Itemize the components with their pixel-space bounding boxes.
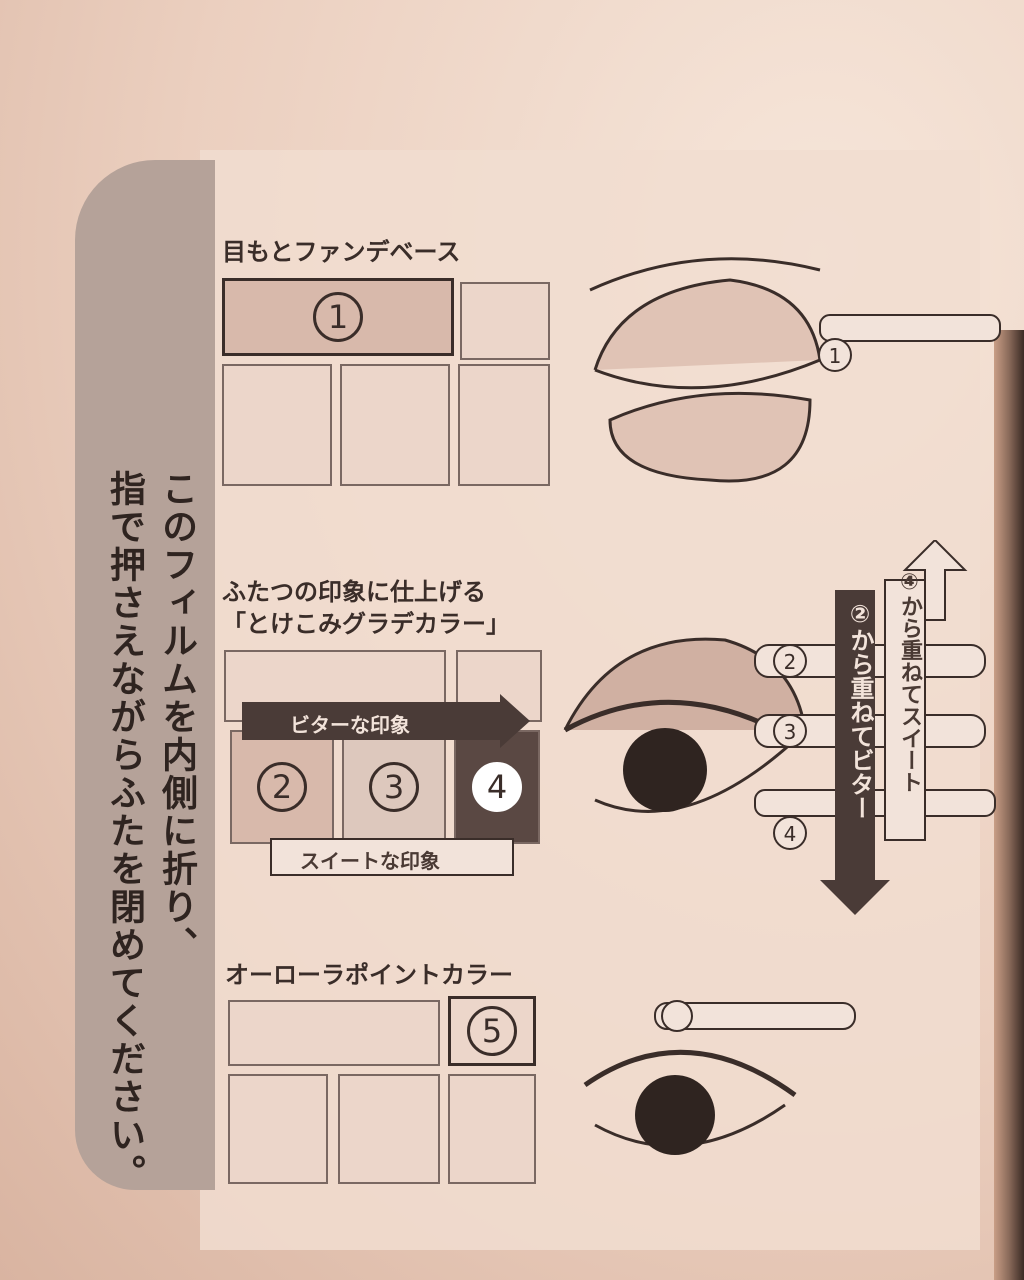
bitter-vertical-label: ②から重ねてビター xyxy=(846,600,874,820)
sweet-arrow-label: スイートな印象 xyxy=(300,849,440,873)
eye-illustration-2: 2 3 4 xyxy=(563,540,996,915)
pan xyxy=(338,1074,440,1184)
section2-title-2: 「とけこみグラデカラー」 xyxy=(222,610,510,638)
tool-marker-2: 2 xyxy=(784,650,797,674)
side-note-line1: このフィルムを内側に折り、 xyxy=(156,470,197,964)
tool-marker-3: 3 xyxy=(784,720,797,744)
pan xyxy=(228,1074,328,1184)
pan-2: 2 xyxy=(230,730,334,844)
pan xyxy=(458,364,550,486)
marker-1: 1 xyxy=(313,292,363,342)
compact-frame xyxy=(994,330,1024,1280)
pan xyxy=(460,282,550,360)
eye-illustration-1: 1 xyxy=(589,257,1001,483)
pan xyxy=(222,364,332,486)
pan xyxy=(448,1074,536,1184)
marker-5: 5 xyxy=(467,1006,517,1056)
sweet-vertical-label: ④から重ねてスイート xyxy=(897,570,922,793)
bitter-arrow-head xyxy=(500,694,530,748)
pan xyxy=(228,1000,440,1066)
svg-text:1: 1 xyxy=(829,344,842,368)
eye-illustration-3 xyxy=(583,1000,856,1155)
section2-title-1: ふたつの印象に仕上げる xyxy=(222,578,486,606)
marker-2: 2 xyxy=(257,762,307,812)
bitter-arrow-label: ビターな印象 xyxy=(290,713,410,737)
pan xyxy=(340,364,450,486)
pan-5: 5 xyxy=(448,996,536,1066)
section1-title: 目もとファンデベース xyxy=(222,238,461,266)
section3-title: オーローラポイントカラー xyxy=(225,961,513,989)
pan-1: 1 xyxy=(222,278,454,356)
pan-3: 3 xyxy=(342,730,446,844)
marker-3: 3 xyxy=(369,762,419,812)
marker-4: 4 xyxy=(472,762,522,812)
side-note-line2: 指で押さえながらふたを閉めてください。 xyxy=(104,470,145,1192)
sweet-arrow xyxy=(270,838,514,876)
tool-marker-4: 4 xyxy=(784,822,797,846)
bitter-arrow xyxy=(242,702,502,740)
side-tab xyxy=(75,160,215,1190)
